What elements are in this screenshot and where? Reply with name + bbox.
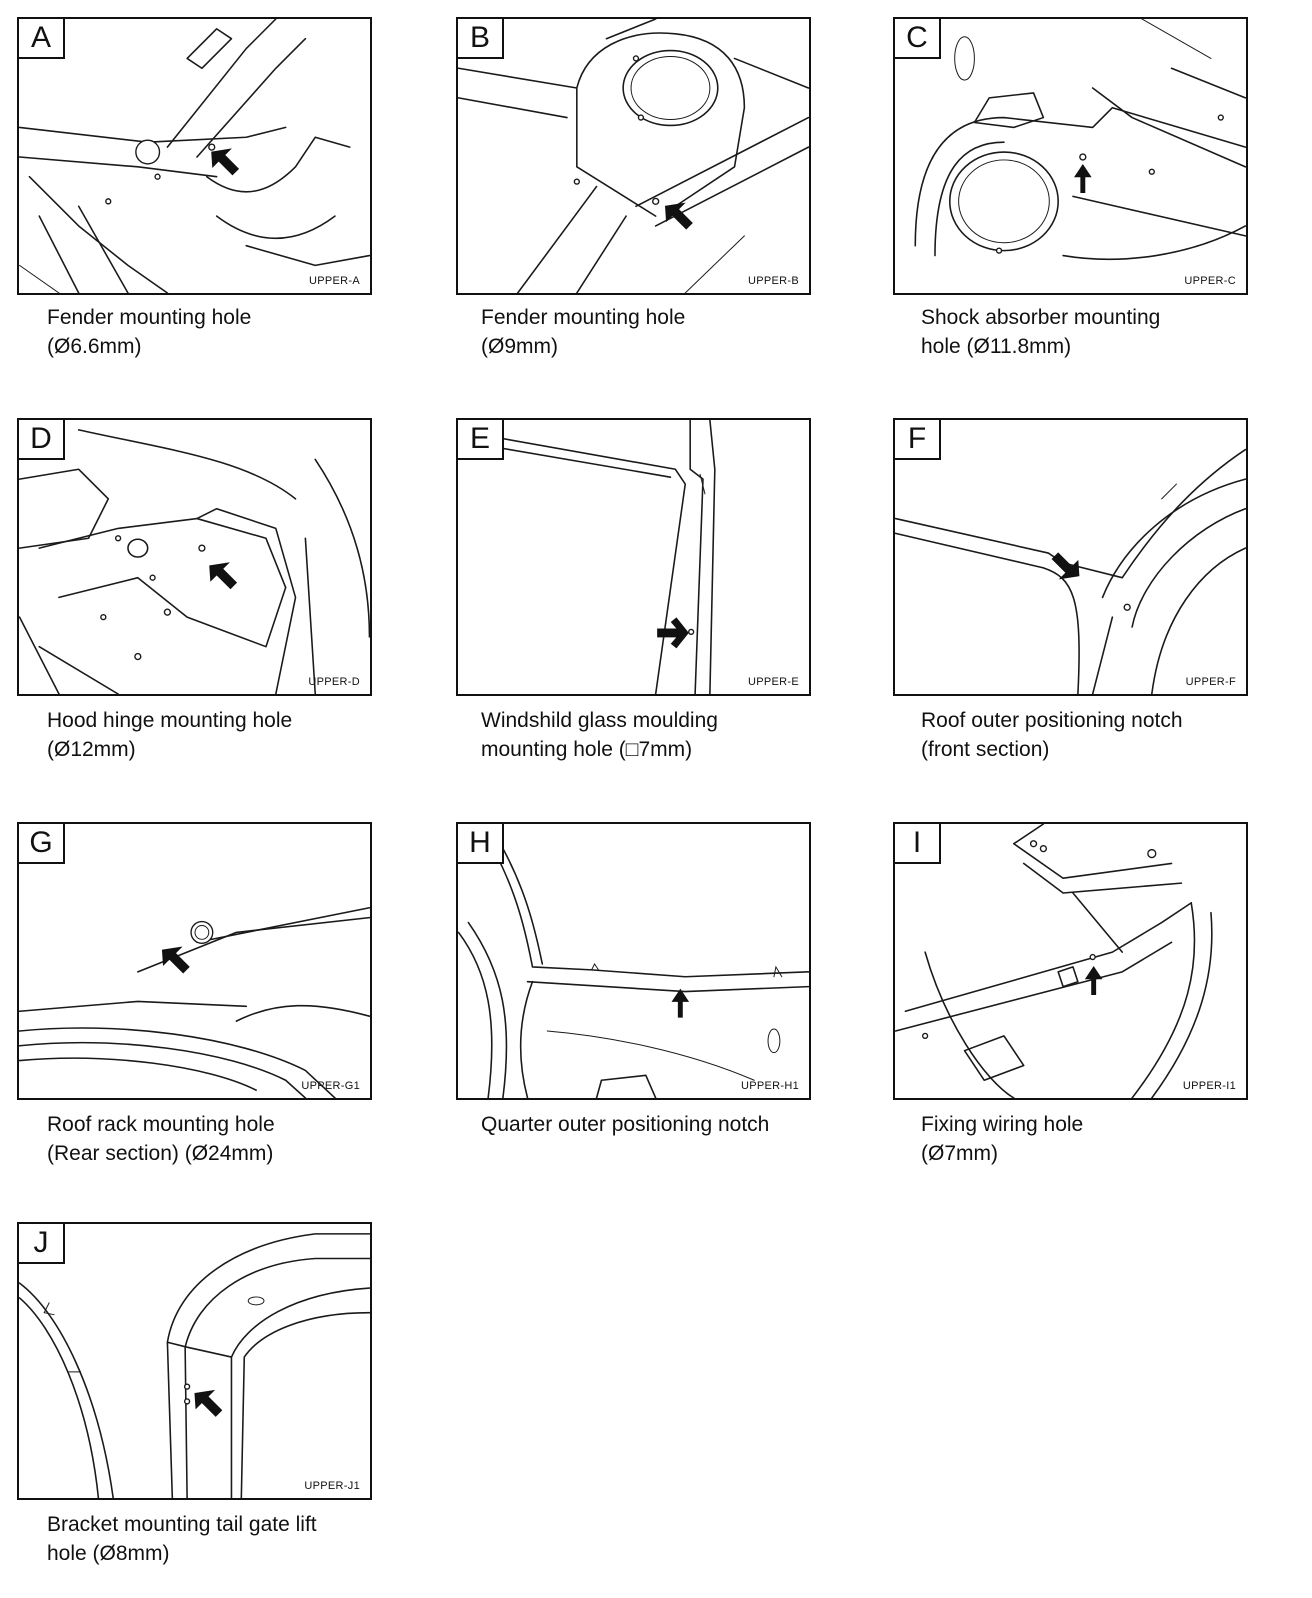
figure-panel-c: C UPPER-C	[893, 17, 1248, 295]
figure-panel-j: J UPPER-J1	[17, 1222, 372, 1500]
panel-letter: A	[19, 19, 65, 59]
figure-panel-e: E UPPER-E	[456, 418, 811, 696]
figure-code: UPPER-F	[1185, 676, 1236, 688]
panel-letter: C	[895, 19, 941, 59]
figure-code: UPPER-B	[748, 275, 799, 287]
line-drawing	[19, 1233, 370, 1498]
panel-letter: J	[19, 1224, 65, 1264]
figure-panel-g: G UPPER-G1	[17, 822, 372, 1100]
figure-panel-b: B UPPER-B	[456, 17, 811, 295]
caption-h: Quarter outer positioning notch	[481, 1113, 770, 1136]
line-drawing	[19, 429, 370, 694]
figure-panel-a: A UPPER-A	[17, 17, 372, 295]
line-drawing	[895, 824, 1213, 1098]
panel-letter: H	[458, 824, 504, 864]
line-drawing	[458, 19, 809, 293]
figure-code: UPPER-H1	[740, 1080, 799, 1092]
panel-letter: D	[19, 420, 65, 460]
panel-letter: E	[458, 420, 504, 460]
line-drawing	[19, 906, 370, 1098]
figure-code: UPPER-A	[309, 275, 360, 287]
figure-panel-h: H UPPER-H1	[456, 822, 811, 1100]
panel-letter: F	[895, 420, 941, 460]
line-drawing	[895, 448, 1246, 694]
caption-c: Shock absorber mounting hole (Ø11.8mm)	[921, 306, 1161, 358]
line-drawing	[497, 420, 716, 694]
figure-panel-i: I UPPER-I1	[893, 822, 1248, 1100]
figure-code: UPPER-C	[1184, 275, 1236, 287]
caption-b: Fender mounting hole (Ø9mm)	[481, 306, 686, 358]
figure-panel-d: D UPPER-D	[17, 418, 372, 696]
figure-code: UPPER-J1	[304, 1480, 360, 1492]
caption-e: Windshild glass moulding mounting hole (…	[481, 709, 718, 761]
caption-a: Fender mounting hole (Ø6.6mm)	[47, 306, 252, 358]
figure-code: UPPER-I1	[1182, 1080, 1236, 1092]
line-drawing	[914, 19, 1246, 260]
panel-letter: I	[895, 824, 941, 864]
caption-d: Hood hinge mounting hole (Ø12mm)	[47, 709, 293, 761]
caption-g: Roof rack mounting hole (Rear section) (…	[47, 1113, 275, 1165]
line-drawing	[458, 824, 809, 1098]
caption-j: Bracket mounting tail gate lift hole (Ø8…	[47, 1513, 317, 1565]
caption-f: Roof outer positioning notch (front sect…	[921, 709, 1183, 761]
panel-letter: G	[19, 824, 65, 864]
panel-letter: B	[458, 19, 504, 59]
figure-panel-f: F UPPER-F	[893, 418, 1248, 696]
figure-code: UPPER-G1	[301, 1080, 360, 1092]
figure-code: UPPER-D	[308, 676, 360, 688]
line-drawing	[19, 19, 370, 293]
caption-i: Fixing wiring hole (Ø7mm)	[921, 1113, 1084, 1165]
figure-code: UPPER-E	[748, 676, 799, 688]
